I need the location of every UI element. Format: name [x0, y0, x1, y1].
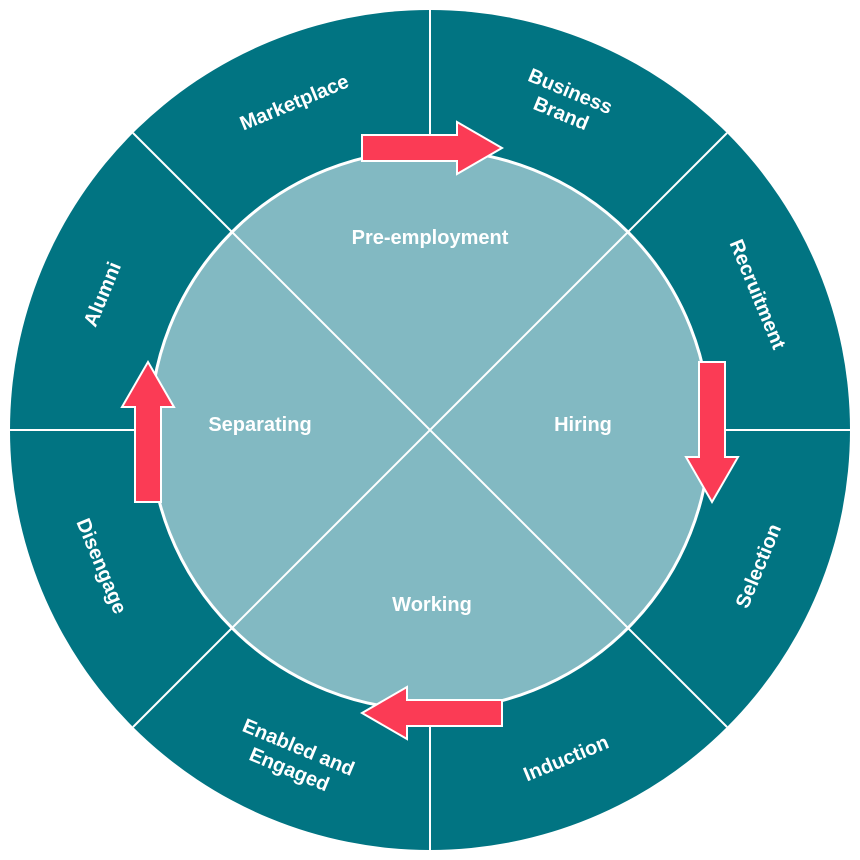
- flow-arrows: [120, 120, 740, 741]
- outer-divider-line: [627, 627, 728, 728]
- arrow-down-icon: [684, 361, 740, 504]
- outer-divider-line: [132, 132, 233, 233]
- arrow-right-icon: [361, 120, 504, 176]
- inner-circle-dividers: [231, 231, 629, 629]
- inner-phase-pre-employment: Pre-employment: [352, 227, 509, 249]
- arrow-up-icon: [120, 360, 176, 503]
- outer-divider-line: [132, 627, 233, 728]
- inner-phase-working: Working: [392, 594, 472, 616]
- inner-phase-separating: Separating: [208, 414, 311, 436]
- inner-divider-line: [231, 231, 629, 629]
- inner-phase-hiring: Hiring: [554, 414, 612, 436]
- outer-divider-line: [627, 132, 728, 233]
- outer-ring-dividers: [10, 10, 850, 850]
- arrow-left-icon: [360, 685, 503, 741]
